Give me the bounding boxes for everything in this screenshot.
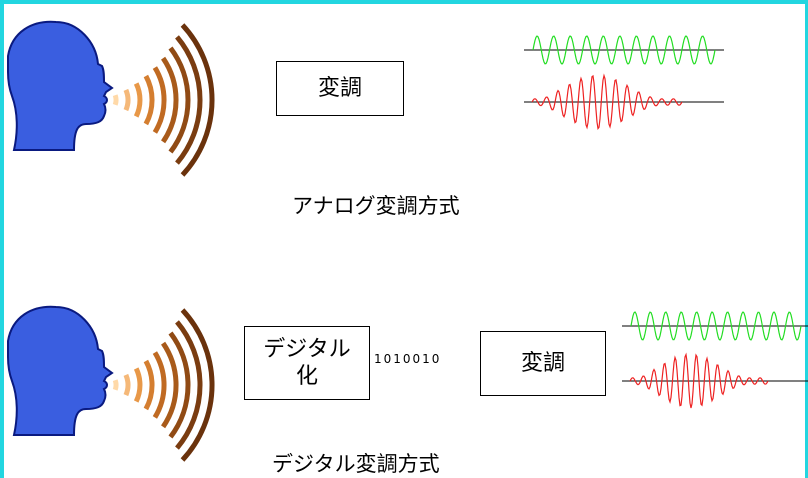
carrier-wave-icon: [622, 311, 808, 341]
sound-arc: [175, 320, 203, 450]
modulated-wave-path: [531, 73, 683, 130]
sound-arc: [180, 308, 215, 462]
digital-caption: デジタル変調方式: [272, 452, 440, 476]
sound-arc: [175, 35, 203, 165]
modulated-wave-path: [629, 352, 769, 409]
sound-arc: [152, 66, 167, 134]
digitize-box: デジタル化: [244, 326, 370, 400]
sound-arc: [123, 373, 131, 397]
sound-arc: [143, 74, 155, 126]
sound-arc: [112, 379, 119, 391]
carrier-wave-icon: [524, 35, 724, 65]
sound-waves-icon: [112, 308, 215, 462]
sound-arc: [161, 56, 179, 144]
speaking-head-icon: [7, 305, 114, 436]
sound-arc: [180, 23, 215, 177]
bitstream-label: 1010010: [374, 352, 442, 366]
sound-arc: [152, 351, 167, 419]
digital-modulation-label: 変調: [520, 351, 565, 376]
sound-arc: [143, 359, 155, 411]
sound-arc: [112, 94, 119, 106]
analog-modulation-box: 変調: [276, 61, 404, 116]
sound-arc: [161, 341, 179, 429]
sound-arc: [123, 88, 131, 112]
sound-arc: [133, 82, 143, 118]
sound-waves-icon: [112, 23, 215, 177]
analog-modulation-label: 変調: [317, 76, 362, 101]
modulated-wave-icon: [524, 73, 724, 130]
sound-arc: [168, 331, 191, 439]
modulated-wave-icon: [622, 352, 808, 409]
carrier-wave-path: [532, 35, 716, 65]
carrier-wave-path: [630, 311, 802, 341]
analog-caption: アナログ変調方式: [292, 194, 460, 218]
sound-arc: [168, 46, 191, 154]
speaking-head-icon: [7, 20, 114, 151]
sound-arc: [133, 367, 143, 403]
digitize-label: デジタル化: [263, 337, 351, 389]
digital-modulation-box: 変調: [480, 331, 606, 396]
